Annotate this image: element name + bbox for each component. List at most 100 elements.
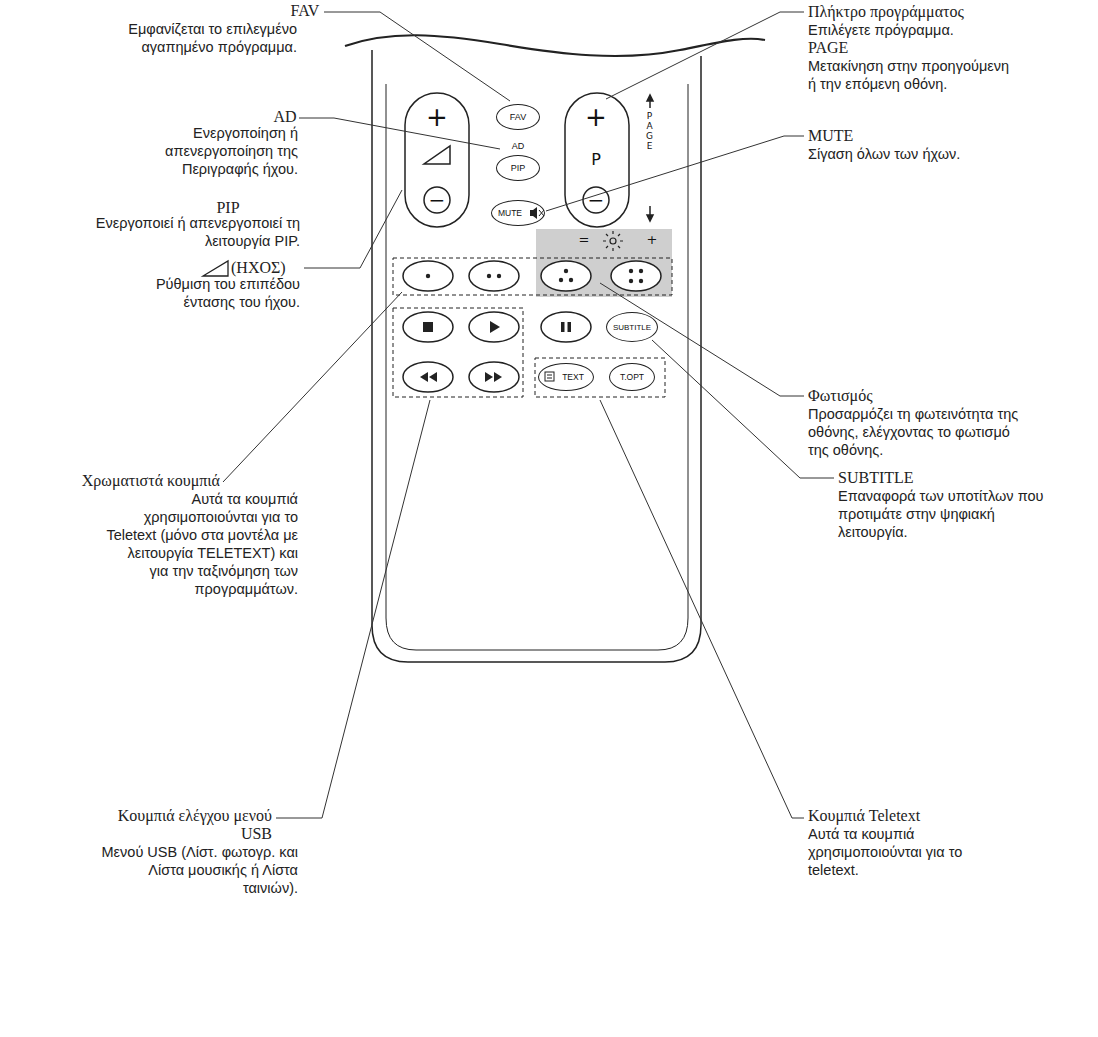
dot bbox=[426, 274, 430, 278]
callout-title: AD bbox=[268, 108, 302, 126]
pause-icon bbox=[561, 322, 565, 332]
leader-line bbox=[600, 400, 804, 818]
page-arrowhead bbox=[647, 215, 653, 221]
green-button bbox=[469, 261, 519, 291]
callout-text: Ρύθμιση του επιπέδου έντασης του ήχου. bbox=[124, 275, 300, 311]
leader-line bbox=[304, 190, 402, 268]
dot bbox=[639, 269, 643, 273]
callout-text: Σίγαση όλων των ήχων. bbox=[808, 145, 1068, 163]
callout-title: Χρωματιστά κουμπιά bbox=[50, 472, 220, 490]
button-label: PIP bbox=[511, 163, 526, 173]
callout-title: PIP bbox=[208, 199, 248, 217]
leader-line bbox=[276, 400, 430, 818]
drawing-part bbox=[420, 207, 643, 382]
callout-text: Ενεργοποιεί ή απενεργοποιεί τη λειτουργί… bbox=[68, 214, 300, 250]
callout-text: Μενού USB (Λίστ. φωτογρ. και Λίστα μουσι… bbox=[91, 843, 298, 897]
callout-text: Αυτά τα κουμπιά χρησιμοποιούνται για το … bbox=[106, 490, 298, 598]
dot bbox=[569, 278, 573, 282]
button-glyph: P bbox=[585, 150, 607, 170]
callout-text: Επαναφορά των υποτίτλων που προτιμάτε στ… bbox=[838, 487, 1048, 541]
leader-line bbox=[600, 283, 804, 396]
callout-text: Επιλέγετε πρόγραμμα. bbox=[808, 21, 1078, 39]
page-arrowhead bbox=[647, 95, 653, 101]
sun-icon bbox=[610, 238, 616, 244]
red-button bbox=[403, 261, 453, 291]
leader-line bbox=[652, 340, 834, 478]
button-label: FAV bbox=[510, 112, 526, 122]
drawing-part bbox=[603, 231, 623, 251]
program-minus bbox=[583, 187, 609, 213]
leader-line bbox=[223, 292, 402, 482]
drawing-part bbox=[539, 210, 554, 381]
mute-cross bbox=[539, 210, 544, 216]
mute-icon bbox=[530, 207, 537, 219]
cut-wave bbox=[345, 35, 765, 56]
pause-icon bbox=[568, 322, 572, 332]
callout-title: PAGE bbox=[808, 39, 908, 57]
play-icon bbox=[490, 321, 500, 333]
forward-icon bbox=[485, 372, 493, 382]
text-icon-lines bbox=[547, 375, 552, 378]
leader-line bbox=[299, 118, 500, 149]
callout-title: SUBTITLE bbox=[838, 469, 958, 487]
dot bbox=[564, 269, 568, 273]
rewind-icon bbox=[429, 372, 437, 382]
play-button bbox=[469, 312, 519, 342]
callout-title: FAV bbox=[283, 2, 327, 20]
leader-line bbox=[546, 136, 804, 211]
button-heading: AD bbox=[497, 141, 539, 151]
blue-button bbox=[611, 261, 661, 291]
leader-line bbox=[324, 12, 510, 101]
volume-symbol bbox=[203, 261, 228, 276]
callout-text: Αυτά τα κουμπιά χρησιμοποιούνται για το … bbox=[808, 825, 998, 879]
button-label: TEXT bbox=[562, 372, 584, 382]
callout-text: Ενεργοποίηση ή απενεργοποίηση της Περιγρ… bbox=[136, 124, 298, 178]
rewind-button bbox=[403, 362, 453, 392]
volume-minus bbox=[424, 187, 450, 213]
dot bbox=[629, 269, 633, 273]
stop-button bbox=[403, 312, 453, 342]
button-glyph: − bbox=[585, 188, 607, 212]
drawing-part bbox=[393, 258, 672, 397]
color-group bbox=[393, 258, 672, 295]
button-glyph: − bbox=[426, 188, 448, 212]
remote-body bbox=[372, 50, 701, 662]
subtitle-button: SUBTITLE bbox=[606, 312, 658, 342]
button-glyph: + bbox=[581, 103, 611, 131]
callout-text: Εμφανίζεται το επιλεγμένο αγαπημένο πρόγ… bbox=[82, 20, 297, 56]
callout-title: Πλήκτρο προγράμματος bbox=[808, 3, 1078, 21]
program-rocker bbox=[565, 93, 629, 227]
yellow-button bbox=[541, 261, 591, 291]
drawing-part bbox=[345, 35, 765, 662]
dot bbox=[497, 274, 501, 278]
teletext-group bbox=[535, 358, 665, 397]
mute-button: MUTE bbox=[491, 200, 545, 226]
media-group bbox=[393, 308, 523, 397]
drawing-part bbox=[403, 261, 661, 392]
button-label: T.OPT bbox=[620, 372, 644, 382]
forward-icon bbox=[494, 372, 502, 382]
rewind-icon bbox=[420, 372, 428, 382]
volume-rocker bbox=[405, 93, 469, 227]
volume-icon bbox=[424, 146, 450, 164]
button-glyph: + bbox=[422, 103, 452, 131]
sun-rays bbox=[603, 231, 623, 251]
dot bbox=[559, 278, 563, 282]
page-marker: PAGE bbox=[645, 112, 654, 152]
callout-text: Μετακίνηση στην προηγούμενη ή την επόμεν… bbox=[808, 57, 1013, 93]
callout-title: Φωτισμός bbox=[808, 387, 1008, 405]
callout-title: MUTE bbox=[808, 127, 908, 145]
forward-button bbox=[469, 362, 519, 392]
button-label: MUTE bbox=[498, 208, 522, 218]
leader-line bbox=[606, 12, 804, 99]
backlight-highlight bbox=[536, 229, 672, 297]
drawing-part bbox=[223, 12, 834, 818]
dot bbox=[629, 279, 633, 283]
button-glyph: + bbox=[644, 232, 660, 248]
button-label: SUBTITLE bbox=[613, 323, 651, 332]
callout-title: (ΗΧΟΣ) bbox=[231, 259, 311, 277]
text-button: TEXT bbox=[538, 363, 594, 391]
remote-panel bbox=[386, 84, 688, 650]
pause-button bbox=[541, 312, 591, 342]
